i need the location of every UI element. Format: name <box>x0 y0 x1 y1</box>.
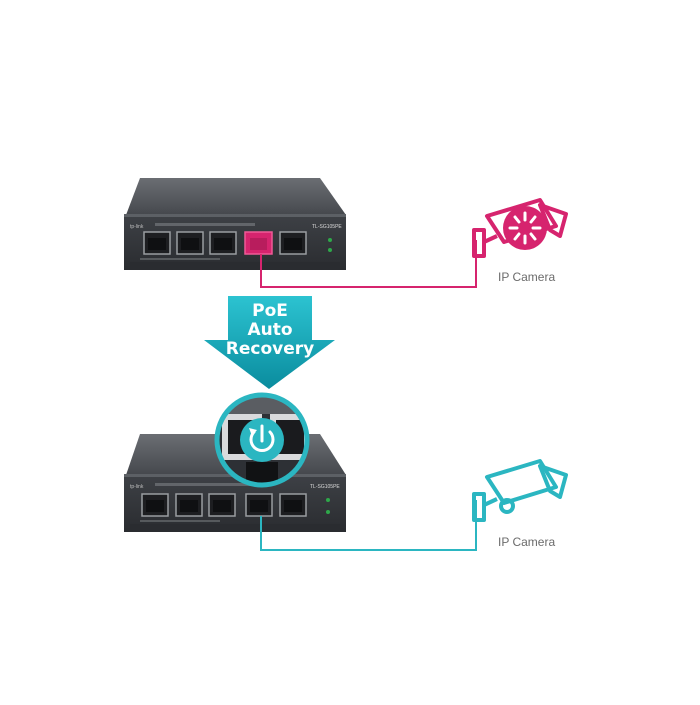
bottom-camera-label: IP Camera <box>498 535 556 549</box>
top-fault-cable <box>260 240 477 288</box>
power-restart-icon <box>240 418 284 462</box>
ip-camera-icon <box>472 198 568 258</box>
top-switch-model-label: TL-SG105PE <box>312 224 342 230</box>
bottom-switch-ports <box>141 493 307 517</box>
arrow-label: PoE Auto Recovery <box>210 302 330 359</box>
top-camera-label: IP Camera <box>498 270 556 284</box>
top-camera <box>472 198 568 258</box>
bottom-camera <box>472 459 568 522</box>
bottom-recovered-cable <box>260 500 477 551</box>
top-switch: tp-link TL-SG105PE <box>124 178 346 270</box>
loading-spinner-icon <box>503 206 547 250</box>
ip-camera-icon <box>472 459 568 522</box>
top-switch-ports <box>143 231 307 255</box>
arrow-label-line3: Recovery <box>225 339 315 359</box>
bottom-switch-model-label: TL-SG105PE <box>310 484 340 490</box>
svg-text:tp-link: tp-link <box>130 224 144 230</box>
arrow-label-line2: Auto <box>247 320 293 340</box>
svg-text:tp-link: tp-link <box>130 484 144 490</box>
arrow-label-line1: PoE <box>252 301 288 321</box>
port-magnifier <box>214 392 310 488</box>
poe-auto-recovery-arrow <box>204 296 335 389</box>
